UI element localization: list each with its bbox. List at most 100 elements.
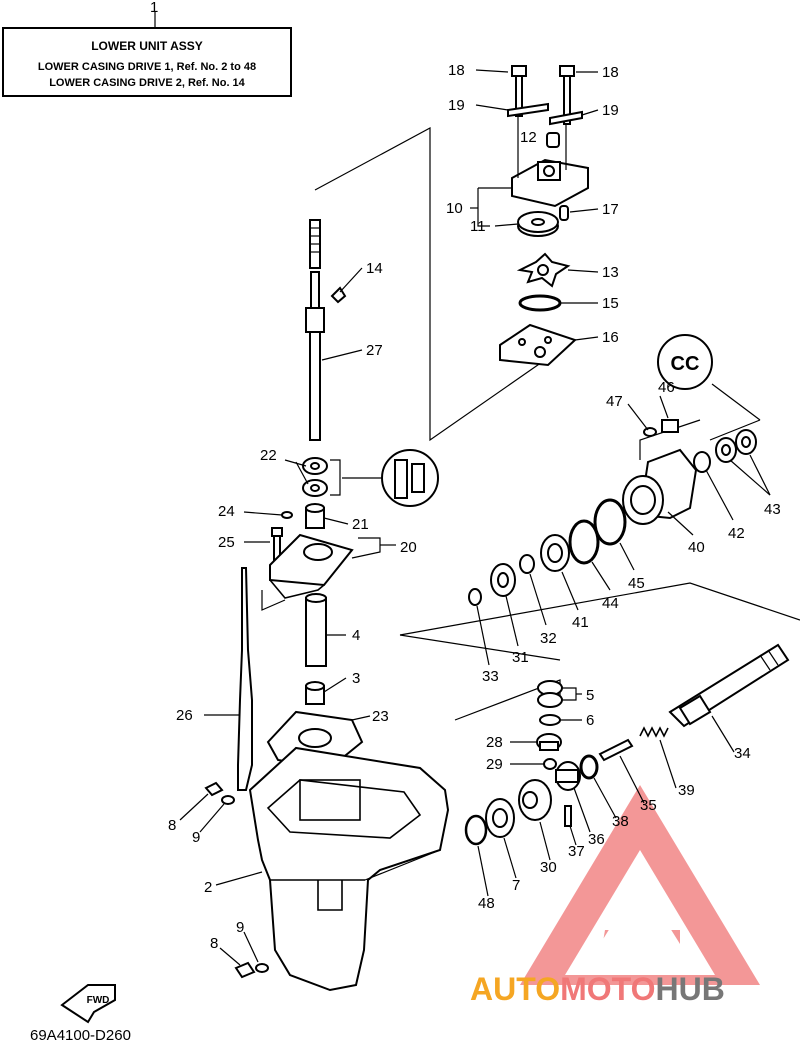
drive-shaft-27 <box>305 219 325 441</box>
washer-9-upper <box>221 795 235 805</box>
callout-label: 30 <box>540 859 557 876</box>
bushing-3 <box>305 681 325 705</box>
callout-label: 26 <box>176 707 193 724</box>
box-line2: LOWER CASING DRIVE 2, Ref. No. 14 <box>49 77 245 89</box>
callout-label: 37 <box>568 843 585 860</box>
washer-47 <box>643 427 657 437</box>
fwd-label: FWD <box>87 995 110 1006</box>
connector-lines <box>261 126 800 721</box>
callout-label: 43 <box>764 501 781 518</box>
washer-9-lower <box>255 963 269 973</box>
o-ring-15 <box>518 294 562 312</box>
callout-label: 32 <box>540 630 557 647</box>
nut-29 <box>543 758 557 770</box>
callout-label: 31 <box>512 649 529 666</box>
housing-40 <box>622 448 698 525</box>
grommet-12 <box>546 132 560 148</box>
key-14 <box>330 286 347 304</box>
callout-label: 19 <box>602 102 619 119</box>
bolt-18-left <box>511 65 527 117</box>
callout-label: 8 <box>168 817 176 834</box>
callout-label: 38 <box>612 813 629 830</box>
callout-label: 41 <box>572 614 589 631</box>
diagram-code: 69A4100-D260 <box>30 1027 131 1044</box>
callout-label: 39 <box>678 782 695 799</box>
o-ring-45 <box>593 498 627 546</box>
callout-label: 24 <box>218 503 235 520</box>
callout-label: 48 <box>478 895 495 912</box>
gasket-16 <box>499 323 577 367</box>
watermark-logo <box>520 785 760 985</box>
svg-text:CC: CC <box>671 353 700 375</box>
bolt-8-lower <box>234 961 256 979</box>
propeller-shaft-34 <box>668 643 790 728</box>
callout-label: 29 <box>486 756 503 773</box>
callout-label: 14 <box>366 260 383 277</box>
oil-seal-housing-20 <box>269 533 354 599</box>
lower-casing-2 <box>248 746 450 992</box>
sleeve-4 <box>305 593 327 667</box>
callout-label: 28 <box>486 734 503 751</box>
watermark-part3: HUB <box>655 971 724 1007</box>
cc-detail-callout: CC <box>657 334 761 421</box>
callout-label: 22 <box>260 447 277 464</box>
box-line1: LOWER CASING DRIVE 1, Ref. No. 2 to 48 <box>38 61 256 73</box>
bearing-41 <box>540 534 570 572</box>
shift-rod-26 <box>237 567 253 791</box>
callout-label: 8 <box>210 935 218 952</box>
callout-label: 20 <box>400 539 417 556</box>
callout-label: 11 <box>470 218 486 235</box>
callout-label: 36 <box>588 831 605 848</box>
spring-39 <box>639 726 669 738</box>
watermark-part1: AUTO <box>470 971 560 1007</box>
bolt-46 <box>661 419 679 433</box>
reverse-gear-31 <box>490 563 516 597</box>
o-ring-24 <box>281 511 293 519</box>
callout-label: 2 <box>204 879 212 896</box>
impeller-13 <box>516 252 571 288</box>
forward-gear-30 <box>518 779 552 821</box>
svg-text:AUTOMOTOHUB: AUTOMOTOHUB <box>470 971 725 1007</box>
callout-label: 27 <box>366 342 383 359</box>
callout-label: 46 <box>658 379 675 396</box>
o-ring-44 <box>568 519 600 565</box>
shim-6 <box>539 714 561 726</box>
callout-label: 9 <box>236 919 244 936</box>
callout-label: 45 <box>628 575 645 592</box>
pin-17 <box>559 205 569 221</box>
callout-label: 4 <box>352 627 360 644</box>
callout-label: 6 <box>586 712 594 729</box>
bushing-21 <box>305 503 325 529</box>
callout-label: 44 <box>602 595 619 612</box>
box-title: LOWER UNIT ASSY <box>91 39 203 53</box>
leader-lines <box>179 69 771 966</box>
callout-label: 21 <box>352 516 369 533</box>
callout-label: 42 <box>728 525 745 542</box>
callout-label: 23 <box>372 708 389 725</box>
clip-38 <box>579 754 599 780</box>
fwd-arrow-icon: FWD <box>60 984 116 1024</box>
pump-housing-10 <box>511 158 589 208</box>
bearing-42 <box>693 451 711 473</box>
seal-detail-callout <box>342 449 439 507</box>
watermark-part2: MOTO <box>560 971 655 1007</box>
plate-19 <box>507 102 583 126</box>
shim-32 <box>519 554 535 574</box>
callout-label: 19 <box>448 97 465 114</box>
callout-label: 47 <box>606 393 623 410</box>
plunger-35 <box>598 738 634 762</box>
callout-label: 18 <box>602 64 619 81</box>
bearing-5 <box>537 680 563 708</box>
insert-11 <box>517 211 559 237</box>
pinion-28 <box>536 733 562 751</box>
callout-label: 18 <box>448 62 465 79</box>
callout-label: 33 <box>482 668 499 685</box>
bolt-8-upper <box>204 781 224 797</box>
shim-33 <box>468 588 482 606</box>
callout-label: 3 <box>352 670 360 687</box>
callout-label: 25 <box>218 534 235 551</box>
ref-number-label: 1 <box>150 0 158 16</box>
callout-label: 40 <box>688 539 705 556</box>
bearings-43 <box>715 429 757 463</box>
